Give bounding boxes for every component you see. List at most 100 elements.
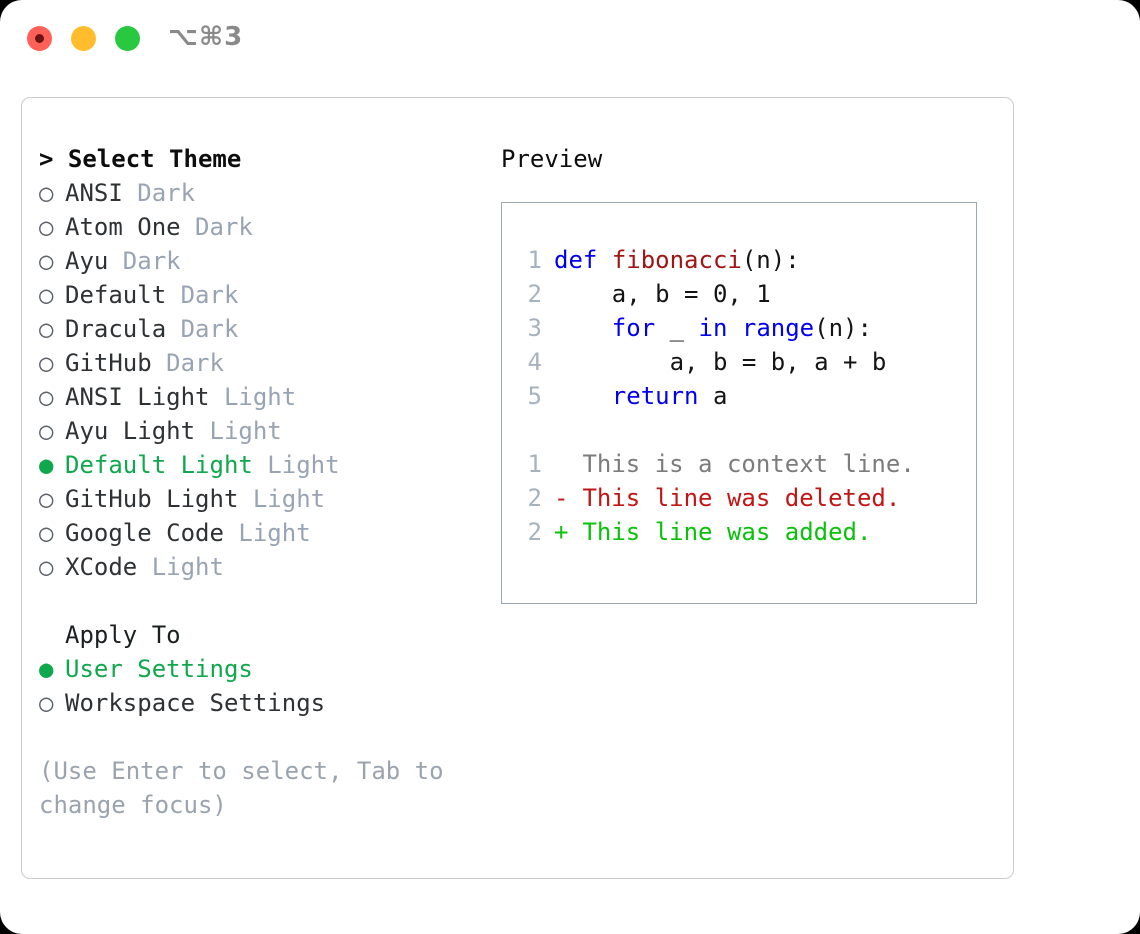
code-token: range <box>741 314 815 342</box>
diff-line-deleted: 2- This line was deleted. <box>516 481 915 515</box>
code-token: in <box>698 314 728 342</box>
line-number: 2 <box>527 518 542 546</box>
radio-unselected-icon: ○ <box>39 417 54 445</box>
diff-marker: - <box>554 484 569 512</box>
theme-option-ansi-light[interactable]: ○ ANSI Light Light <box>39 380 469 414</box>
theme-option-tag: Light <box>238 485 326 513</box>
title-bar: ⌥⌘3 <box>0 0 1140 78</box>
code-token: a <box>698 382 728 410</box>
radio-unselected-icon: ○ <box>39 213 54 241</box>
preview-header: Preview <box>501 145 603 173</box>
apply-to-header: Apply To <box>65 621 181 649</box>
code-token: a, b = b, a + b <box>554 348 887 376</box>
line-number: 3 <box>527 314 542 342</box>
apply-to-option-list: ● User Settings ○ Workspace Settings <box>39 652 469 720</box>
radio-unselected-icon: ○ <box>39 689 54 717</box>
theme-option-label: Ayu Light <box>65 417 196 445</box>
theme-option-tag: Dark <box>151 349 224 377</box>
keyboard-hint-text: (Use Enter to select, Tab to change focu… <box>39 757 459 819</box>
code-token: fibonacci <box>611 246 742 274</box>
theme-option-label: GitHub <box>65 349 152 377</box>
theme-option-label: Dracula <box>65 315 167 343</box>
theme-option-label: Atom One <box>65 213 181 241</box>
theme-option-tag: Light <box>209 383 297 411</box>
theme-option-label: Default <box>65 281 167 309</box>
theme-option-google-code[interactable]: ○ Google Code Light <box>39 516 469 550</box>
theme-option-label: ANSI Light <box>65 383 210 411</box>
radio-selected-icon: ● <box>39 655 54 683</box>
radio-unselected-icon: ○ <box>39 349 54 377</box>
line-number: 1 <box>527 246 542 274</box>
diff-text: This line was deleted. <box>568 484 901 512</box>
line-number: 2 <box>527 484 542 512</box>
code-token <box>597 246 611 274</box>
theme-option-tag: Light <box>195 417 282 445</box>
theme-option-tag: Dark <box>180 213 253 241</box>
diff-line-context: 1 This is a context line. <box>516 447 915 481</box>
radio-unselected-icon: ○ <box>39 383 54 411</box>
code-token: def <box>554 246 598 274</box>
window-title-shortcut: ⌥⌘3 <box>168 22 244 52</box>
code-token: return <box>611 382 699 410</box>
code-line: 5 return a <box>516 379 886 413</box>
theme-option-label: GitHub Light <box>65 485 239 513</box>
code-line: 1 def fibonacci(n): <box>516 243 886 277</box>
code-token <box>554 314 612 342</box>
theme-option-github[interactable]: ○ GitHub Dark <box>39 346 469 380</box>
radio-unselected-icon: ○ <box>39 519 54 547</box>
window-controls <box>27 26 140 51</box>
radio-unselected-icon: ○ <box>39 485 54 513</box>
line-number: 4 <box>527 348 542 376</box>
theme-option-tag: Dark <box>166 315 239 343</box>
theme-option-label: Google Code <box>65 519 224 547</box>
diff-marker <box>554 447 568 481</box>
radio-selected-icon: ● <box>39 451 54 479</box>
theme-option-ansi[interactable]: ○ANSI Dark <box>39 176 469 210</box>
theme-option-tag: Dark <box>166 281 239 309</box>
line-number: 2 <box>527 280 542 308</box>
radio-unselected-icon: ○ <box>39 315 54 343</box>
theme-option-github-light[interactable]: ○ GitHub Light Light <box>39 482 469 516</box>
select-theme-header: > Select Theme <box>39 145 242 173</box>
code-token: for <box>611 314 656 342</box>
theme-option-ayu-light[interactable]: ○ Ayu Light Light <box>39 414 469 448</box>
code-line: 2 a, b = 0, 1 <box>516 277 886 311</box>
close-button-icon[interactable] <box>27 26 52 51</box>
theme-option-label: XCode <box>65 553 138 581</box>
theme-option-tag: Light <box>252 451 340 479</box>
radio-unselected-icon: ○ <box>39 247 54 275</box>
apply-to-option-label: User Settings <box>65 655 253 683</box>
minimize-button-icon[interactable] <box>71 26 96 51</box>
diff-text: This line was added. <box>568 518 872 546</box>
apply-to-option-user-settings[interactable]: ● User Settings <box>39 652 469 686</box>
maximize-button-icon[interactable] <box>115 26 140 51</box>
theme-option-list: ○ANSI Dark○Atom One Dark○Ayu Dark○Defaul… <box>39 176 469 584</box>
code-token: (n): <box>814 314 872 342</box>
code-token: _ <box>655 314 699 342</box>
theme-option-tag: Light <box>137 553 224 581</box>
code-line: 4 a, b = b, a + b <box>516 345 887 379</box>
diff-text: This is a context line. <box>568 450 915 478</box>
radio-unselected-icon: ○ <box>39 281 54 309</box>
theme-option-label: Default Light <box>65 451 253 479</box>
theme-option-label: Ayu <box>65 247 109 275</box>
theme-option-default[interactable]: ○ Default Dark <box>39 278 469 312</box>
theme-option-default-light[interactable]: ● Default Light Light <box>39 448 469 482</box>
theme-option-tag: Dark <box>122 179 196 207</box>
apply-to-option-label: Workspace Settings <box>65 689 326 717</box>
theme-option-xcode[interactable]: ○XCode Light <box>39 550 469 584</box>
theme-option-tag: Light <box>223 519 311 547</box>
diff-line-added: 2+ This line was added. <box>516 515 915 549</box>
code-token: (n): <box>741 246 800 274</box>
apply-to-option-workspace-settings[interactable]: ○ Workspace Settings <box>39 686 469 720</box>
theme-option-dracula[interactable]: ○ Dracula Dark <box>39 312 469 346</box>
diff-sample: 1 This is a context line.2- This line wa… <box>516 447 915 549</box>
theme-option-atom-one[interactable]: ○ Atom One Dark <box>39 210 469 244</box>
theme-option-ayu[interactable]: ○Ayu Dark <box>39 244 469 278</box>
theme-picker-column: > Select Theme ○ANSI Dark○Atom One Dark○… <box>39 142 469 822</box>
main-panel: > Select Theme ○ANSI Dark○Atom One Dark○… <box>21 97 1014 879</box>
code-line: 3 for _ in range(n): <box>516 311 886 345</box>
radio-unselected-icon: ○ <box>39 179 54 207</box>
